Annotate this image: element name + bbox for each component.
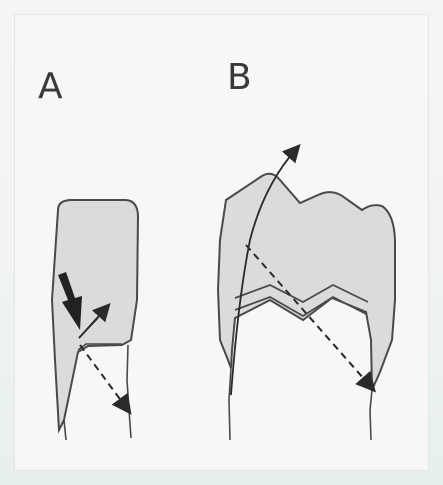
tooth-a — [52, 200, 138, 440]
tooth-a-crown — [52, 200, 138, 430]
tooth-b-root-left — [229, 368, 231, 440]
tooth-a-root-left — [64, 420, 66, 440]
dashed-arrow-a — [80, 345, 128, 410]
tooth-b-crown — [218, 174, 395, 390]
panel-label-b: B — [227, 57, 252, 98]
tooth-b-root-right — [370, 390, 372, 440]
panel-label-a: A — [38, 66, 63, 107]
tooth-b — [218, 148, 395, 440]
tooth-a-root-right — [127, 345, 131, 438]
